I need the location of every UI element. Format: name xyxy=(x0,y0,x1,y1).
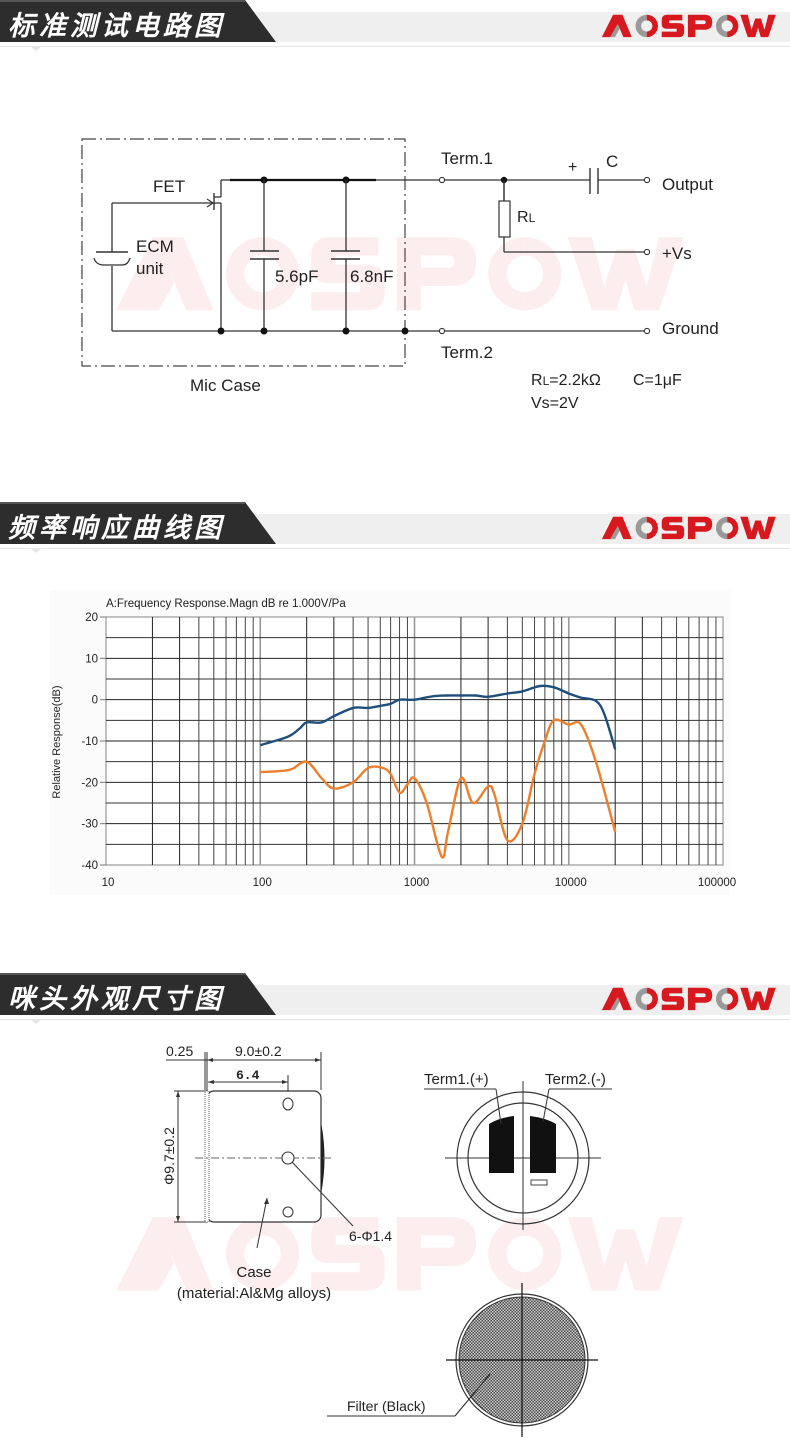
chart-y-label: Relative Response(dB) xyxy=(51,685,63,798)
response-curve-orange xyxy=(260,718,617,859)
vs-label: +Vs xyxy=(662,244,692,263)
cap-c-label: C xyxy=(606,152,618,171)
test-circuit-diagram: FET ECM unit 5.6pF 6.8nF Mic Case Term.1… xyxy=(0,48,790,488)
header-tab-edge xyxy=(0,502,245,504)
spec-vs: Vs=2V xyxy=(531,395,579,412)
header-tab xyxy=(0,973,276,1015)
ecm-unit-label: unit xyxy=(136,259,164,278)
watermark-icon xyxy=(116,237,684,311)
output-node xyxy=(643,176,651,184)
dimension-svg: 0.25 9.0±0.2 6.4 Φ9.7±0.2 6-Φ1.4 Case (m… xyxy=(116,1043,684,1437)
term2-node xyxy=(438,327,446,335)
y-tick-label: 10 xyxy=(85,653,98,665)
case-body xyxy=(206,1090,322,1223)
header-tab xyxy=(0,0,276,42)
vs-node xyxy=(643,248,651,256)
dim-flange: 0.25 xyxy=(166,1043,193,1059)
header-divider xyxy=(0,46,790,47)
chart-curves xyxy=(259,684,617,859)
y-tick-label: -30 xyxy=(81,819,98,831)
term2-label: Term2.(-) xyxy=(545,1071,606,1088)
dimension-drawing: 0.25 9.0±0.2 6.4 Φ9.7±0.2 6-Φ1.4 Case (m… xyxy=(0,1025,790,1451)
spec-rl: RL=2.2kΩ xyxy=(531,372,601,389)
cap2-label: 6.8nF xyxy=(350,267,393,286)
section-header-dimensions: 咪头外观尺寸图 xyxy=(0,973,790,1024)
y-tick-label: -40 xyxy=(81,860,98,872)
term1-pad xyxy=(489,1116,514,1173)
load-resistor xyxy=(498,200,511,238)
y-tick-label: -20 xyxy=(81,777,98,789)
x-tick-label: 100000 xyxy=(698,877,736,889)
x-tick-label: 10000 xyxy=(555,877,587,889)
y-tick-label: -10 xyxy=(81,736,98,748)
dim-length: 9.0±0.2 xyxy=(235,1043,282,1059)
header-notch xyxy=(30,548,42,553)
response-curve-blue xyxy=(259,684,617,750)
header-notch xyxy=(30,1019,42,1024)
y-tick-label: 20 xyxy=(85,612,98,624)
chart-title: A:Frequency Response.Magn dB re 1.000V/P… xyxy=(106,598,346,610)
ecm-label: ECM xyxy=(136,237,174,256)
x-tick-label: 1000 xyxy=(404,877,430,889)
watermark-icon xyxy=(116,1217,684,1291)
cap1-label: 5.6pF xyxy=(275,267,318,286)
brand-logo xyxy=(600,983,778,1015)
section-header-test-circuit: 标准测试电路图 xyxy=(0,0,790,51)
section-title: 咪头外观尺寸图 xyxy=(8,984,225,1015)
spec-c: C=1μF xyxy=(633,372,682,389)
fet-label: FET xyxy=(153,177,185,196)
brand-logo xyxy=(600,10,778,42)
mic-case-label: Mic Case xyxy=(190,376,261,395)
aospow-logo-icon xyxy=(601,987,776,1011)
cap-plus-label: + xyxy=(568,159,577,176)
case-label: Case xyxy=(236,1264,271,1281)
brand-logo xyxy=(600,512,778,544)
x-tick-label: 10 xyxy=(102,877,115,889)
header-notch xyxy=(30,46,42,51)
header-tab-edge xyxy=(0,973,245,975)
term1-node xyxy=(438,176,446,184)
x-tick-label: 100 xyxy=(253,877,272,889)
header-divider xyxy=(0,548,790,549)
case-material: (material:Al&Mg alloys) xyxy=(177,1285,331,1302)
aospow-logo-icon xyxy=(601,14,776,38)
output-label: Output xyxy=(662,175,713,194)
section-header-frequency-response: 频率响应曲线图 xyxy=(0,502,790,553)
y-tick-label: 0 xyxy=(92,695,98,707)
header-tab xyxy=(0,502,276,544)
dim-hole-offset: 6.4 xyxy=(236,1068,260,1083)
term2-pad xyxy=(530,1116,556,1173)
aospow-logo-icon xyxy=(601,516,776,540)
ground-label: Ground xyxy=(662,319,719,338)
filter-label: Filter (Black) xyxy=(347,1398,426,1414)
term2-label: Term.2 xyxy=(441,343,493,362)
rl-label: RL xyxy=(517,209,536,226)
term1-label: Term.1 xyxy=(441,149,493,168)
dim-diameter: Φ9.7±0.2 xyxy=(161,1127,177,1185)
header-divider xyxy=(0,1019,790,1020)
chart-grid xyxy=(105,616,724,866)
ground-node xyxy=(643,327,651,335)
section-title: 标准测试电路图 xyxy=(8,11,225,42)
mic-case-box xyxy=(81,138,406,367)
header-tab-edge xyxy=(0,0,245,2)
term1-label: Term1.(+) xyxy=(424,1071,489,1088)
section-title: 频率响应曲线图 xyxy=(8,513,225,544)
dim-holes: 6-Φ1.4 xyxy=(349,1228,392,1244)
circuit-svg: FET ECM unit 5.6pF 6.8nF Mic Case Term.1… xyxy=(81,138,719,412)
